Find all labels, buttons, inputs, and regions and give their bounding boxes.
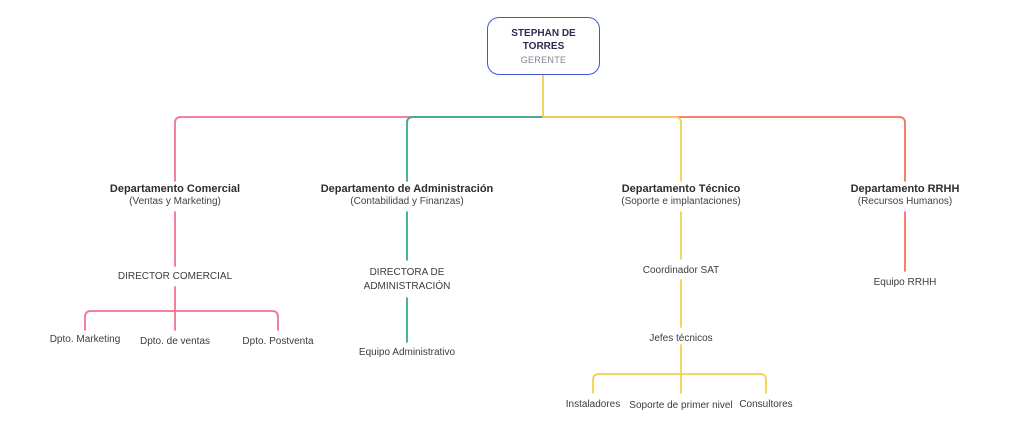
connector-comercial-children <box>84 310 279 331</box>
connector-comercial-trunk <box>174 116 544 182</box>
gerente-name: STEPHAN DE TORRES <box>511 28 576 52</box>
node-coordinador-sat[interactable]: Coordinador SAT <box>642 265 720 276</box>
node-jefes-tecnicos[interactable]: Jefes técnicos <box>649 333 713 344</box>
dept-rrhh-subtitle: (Recursos Humanos) <box>857 196 953 207</box>
connector-rrhh-trunk <box>542 116 906 182</box>
dept-tecnico-subtitle: (Soporte e implantaciones) <box>621 196 741 207</box>
connector-tecnico-trunk <box>542 116 682 182</box>
dept-comercial-subtitle: (Ventas y Marketing) <box>129 196 221 207</box>
node-dpto-ventas[interactable]: Dpto. de ventas <box>139 336 211 347</box>
connector-admin-trunk <box>406 116 544 182</box>
gerente-role: GERENTE <box>520 55 567 65</box>
node-soporte-primer-nivel[interactable]: Soporte de primer nivel <box>629 400 733 411</box>
connector-tecnico-children <box>592 373 767 394</box>
node-dpto-marketing[interactable]: Dpto. Marketing <box>49 334 121 345</box>
node-directora-administracion[interactable]: DIRECTORA DE ADMINISTRACIÓN <box>363 267 451 292</box>
dept-admin-title[interactable]: Departamento de Administración <box>320 183 494 195</box>
node-dpto-postventa[interactable]: Dpto. Postventa <box>242 336 314 347</box>
dept-admin-subtitle: (Contabilidad y Finanzas) <box>350 196 464 207</box>
node-consultores[interactable]: Consultores <box>739 399 793 410</box>
node-equipo-rrhh[interactable]: Equipo RRHH <box>873 277 937 288</box>
node-director-comercial[interactable]: DIRECTOR COMERCIAL <box>117 271 233 282</box>
dept-tecnico-title[interactable]: Departamento Técnico <box>621 183 741 195</box>
node-instaladores[interactable]: Instaladores <box>565 399 621 410</box>
dept-rrhh-title[interactable]: Departamento RRHH <box>850 183 960 195</box>
node-equipo-administrativo[interactable]: Equipo Administrativo <box>358 347 456 358</box>
dept-comercial-title[interactable]: Departamento Comercial <box>109 183 241 195</box>
node-gerente[interactable]: STEPHAN DE TORRES GERENTE <box>487 17 600 75</box>
